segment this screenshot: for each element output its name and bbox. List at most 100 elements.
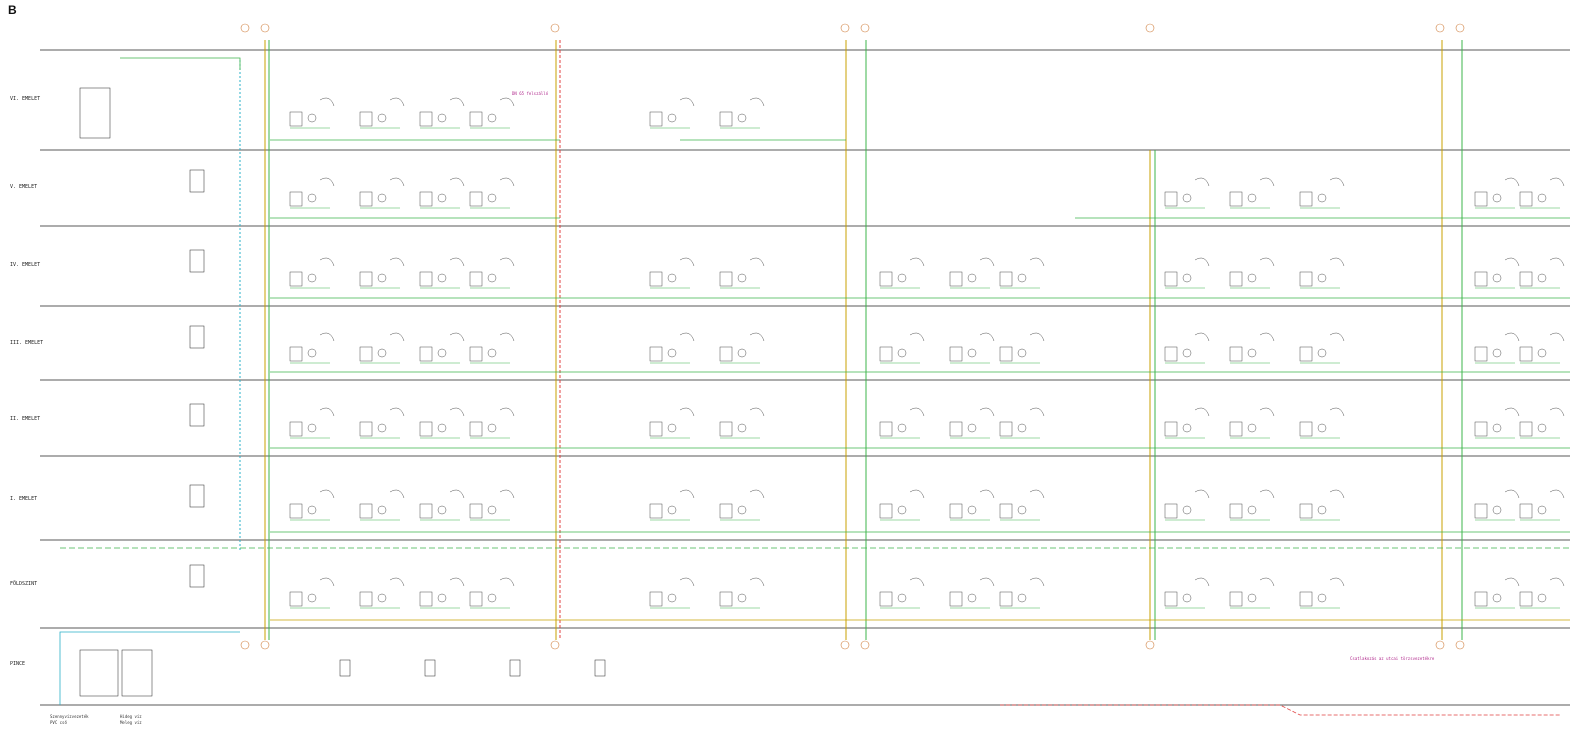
fixture-box (359, 503, 373, 519)
wc-fixture (307, 193, 317, 203)
floor-labels: VI. EMELET V. EMELET IV. EMELET III. EME… (10, 96, 43, 667)
fixture-box (1229, 271, 1243, 287)
shower-head (909, 332, 925, 342)
wc-fixture (1537, 348, 1547, 358)
grid-bubble (1145, 23, 1155, 33)
shower-head (499, 407, 515, 417)
wc-fixture (967, 593, 977, 603)
shower-head (319, 577, 335, 587)
wc-fixture (437, 423, 447, 433)
shower-head (1194, 489, 1210, 499)
wc-fixture (1317, 348, 1327, 358)
wc-fixture (667, 593, 677, 603)
fixture-box (1229, 346, 1243, 362)
fixture-box (1474, 503, 1488, 519)
wc-fixture (487, 273, 497, 283)
shower-head (1259, 407, 1275, 417)
basement-room (79, 649, 119, 697)
wc-fixture (897, 348, 907, 358)
fixture-box (999, 503, 1013, 519)
fixture-box (1519, 421, 1533, 437)
fixture-box (289, 591, 303, 607)
shower-head (499, 177, 515, 187)
fixture-box (1474, 271, 1488, 287)
shower-head (319, 97, 335, 107)
shower-head (679, 577, 695, 587)
fixture-box (719, 346, 733, 362)
shower-head (1504, 177, 1520, 187)
wc-fixture (487, 505, 497, 515)
wc-fixture (307, 113, 317, 123)
floor-label-vi: VI. EMELET (10, 96, 40, 102)
grid-bubble (1435, 640, 1445, 650)
wc-fixture (737, 505, 747, 515)
fixture-box (289, 111, 303, 127)
fixture-box (1474, 591, 1488, 607)
shower-head (1329, 407, 1345, 417)
shower-head (749, 97, 765, 107)
shower-head (499, 489, 515, 499)
shower-head (319, 407, 335, 417)
fixture-box (469, 421, 483, 437)
wc-fixture (437, 593, 447, 603)
wc-fixture (1247, 348, 1257, 358)
grid-bubble (550, 23, 560, 33)
shower-head (1259, 257, 1275, 267)
shower-head (319, 332, 335, 342)
shower-head (1194, 332, 1210, 342)
fixture-box (1229, 503, 1243, 519)
shower-head (1029, 257, 1045, 267)
fixture-box (999, 346, 1013, 362)
wc-fixture (307, 348, 317, 358)
fixture-box (719, 503, 733, 519)
fixture-box (419, 271, 433, 287)
fixture-box (649, 111, 663, 127)
fixture-box (419, 503, 433, 519)
wc-fixture (1182, 593, 1192, 603)
connection-line (1000, 704, 1560, 716)
shower-head (449, 577, 465, 587)
wc-fixture (1317, 193, 1327, 203)
boiler-unit (79, 87, 111, 139)
wc-fixture (1017, 505, 1027, 515)
grid-bubble (840, 23, 850, 33)
fixture-box (419, 591, 433, 607)
fixture-box (879, 421, 893, 437)
shower-head (1549, 332, 1565, 342)
wc-fixture (1317, 593, 1327, 603)
legend-item: Meleg víz (120, 720, 142, 725)
ground-connection-note: Csatlakozás az utcai törzsvezetékre (1350, 656, 1435, 661)
wc-fixture (377, 273, 387, 283)
water-meter (189, 325, 205, 349)
wc-fixture (667, 113, 677, 123)
shower-head (389, 489, 405, 499)
wc-fixture (377, 193, 387, 203)
wc-fixture (377, 593, 387, 603)
wc-fixture (1247, 505, 1257, 515)
fixture-box (1474, 346, 1488, 362)
shower-head (749, 332, 765, 342)
legend-item: Hideg víz (120, 714, 142, 719)
floor-label-fsz: FÖLDSZINT (10, 580, 37, 587)
fixture-box (649, 271, 663, 287)
shower-head (1329, 577, 1345, 587)
shower-head (979, 489, 995, 499)
fixture-box (719, 591, 733, 607)
grid-bubble (1145, 640, 1155, 650)
fixture-box (1164, 591, 1178, 607)
fixture-box (949, 503, 963, 519)
shower-head (1329, 177, 1345, 187)
wc-fixture (487, 348, 497, 358)
fixture-box (649, 346, 663, 362)
grid-bubble (240, 640, 250, 650)
shower-head (1194, 577, 1210, 587)
fixture-box (949, 421, 963, 437)
grid-bubble (1455, 640, 1465, 650)
grid-bubble (860, 640, 870, 650)
fixture-box (469, 271, 483, 287)
fixture-box (1299, 503, 1313, 519)
wc-fixture (377, 113, 387, 123)
fixture-box (949, 591, 963, 607)
wc-fixture (437, 505, 447, 515)
fixture-box (419, 421, 433, 437)
